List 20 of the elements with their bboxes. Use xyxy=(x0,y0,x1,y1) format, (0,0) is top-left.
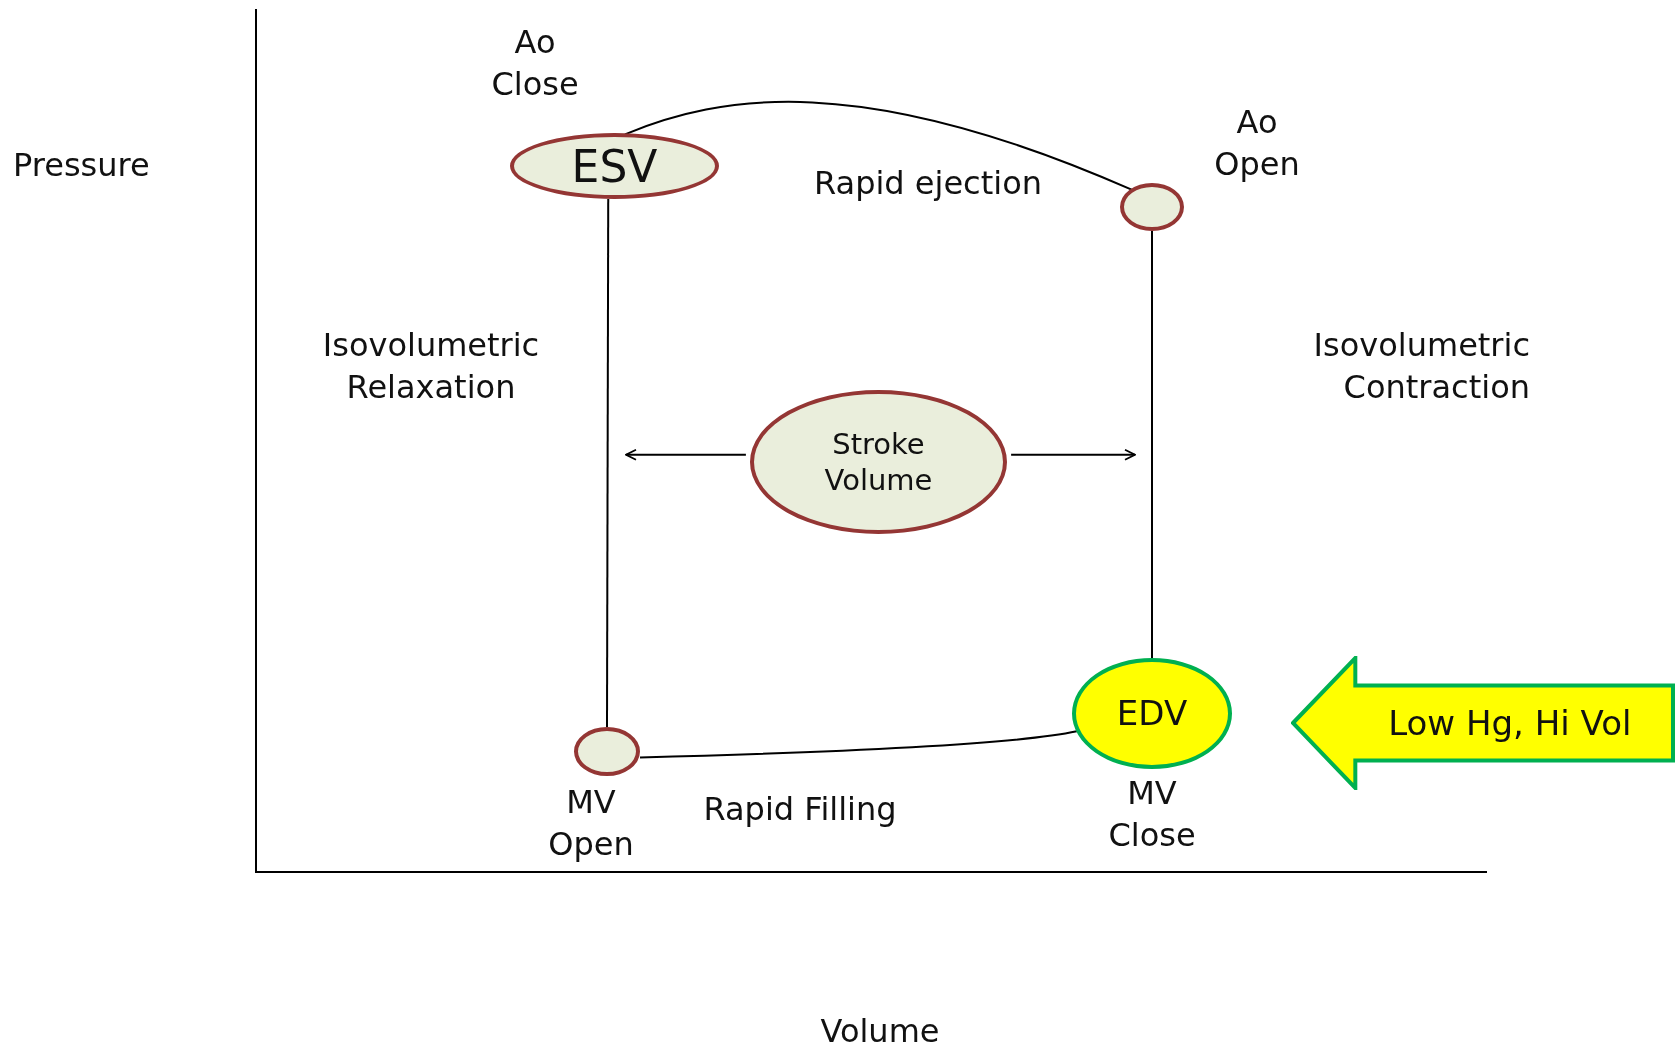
arrow xyxy=(1010,448,1136,461)
phase-label: Isovolumetric Contraction xyxy=(1312,325,1530,408)
node-label: Low Hg, Hi Vol xyxy=(1387,701,1633,745)
valve-label: MV Close xyxy=(1107,773,1197,856)
state-ellipse xyxy=(1120,183,1184,231)
connector-line xyxy=(606,198,610,728)
axis-label: Volume xyxy=(819,1011,941,1050)
node-label: Stroke Volume xyxy=(823,425,934,499)
valve-label: MV Open xyxy=(547,782,635,865)
valve-label: Ao Open xyxy=(1213,102,1301,185)
connector-line xyxy=(1151,230,1153,659)
phase-label: Isovolumetric Relaxation xyxy=(321,325,541,408)
axis-label: Pressure xyxy=(13,145,151,187)
node-label: EDV xyxy=(1115,692,1189,735)
valve-label: Ao Close xyxy=(490,22,580,105)
phase-label: Rapid ejection xyxy=(813,163,1043,205)
arrow xyxy=(625,448,747,461)
phase-label: Rapid Filling xyxy=(702,789,898,831)
block-arrow xyxy=(1291,656,1675,790)
node-label: ESV xyxy=(570,139,659,194)
